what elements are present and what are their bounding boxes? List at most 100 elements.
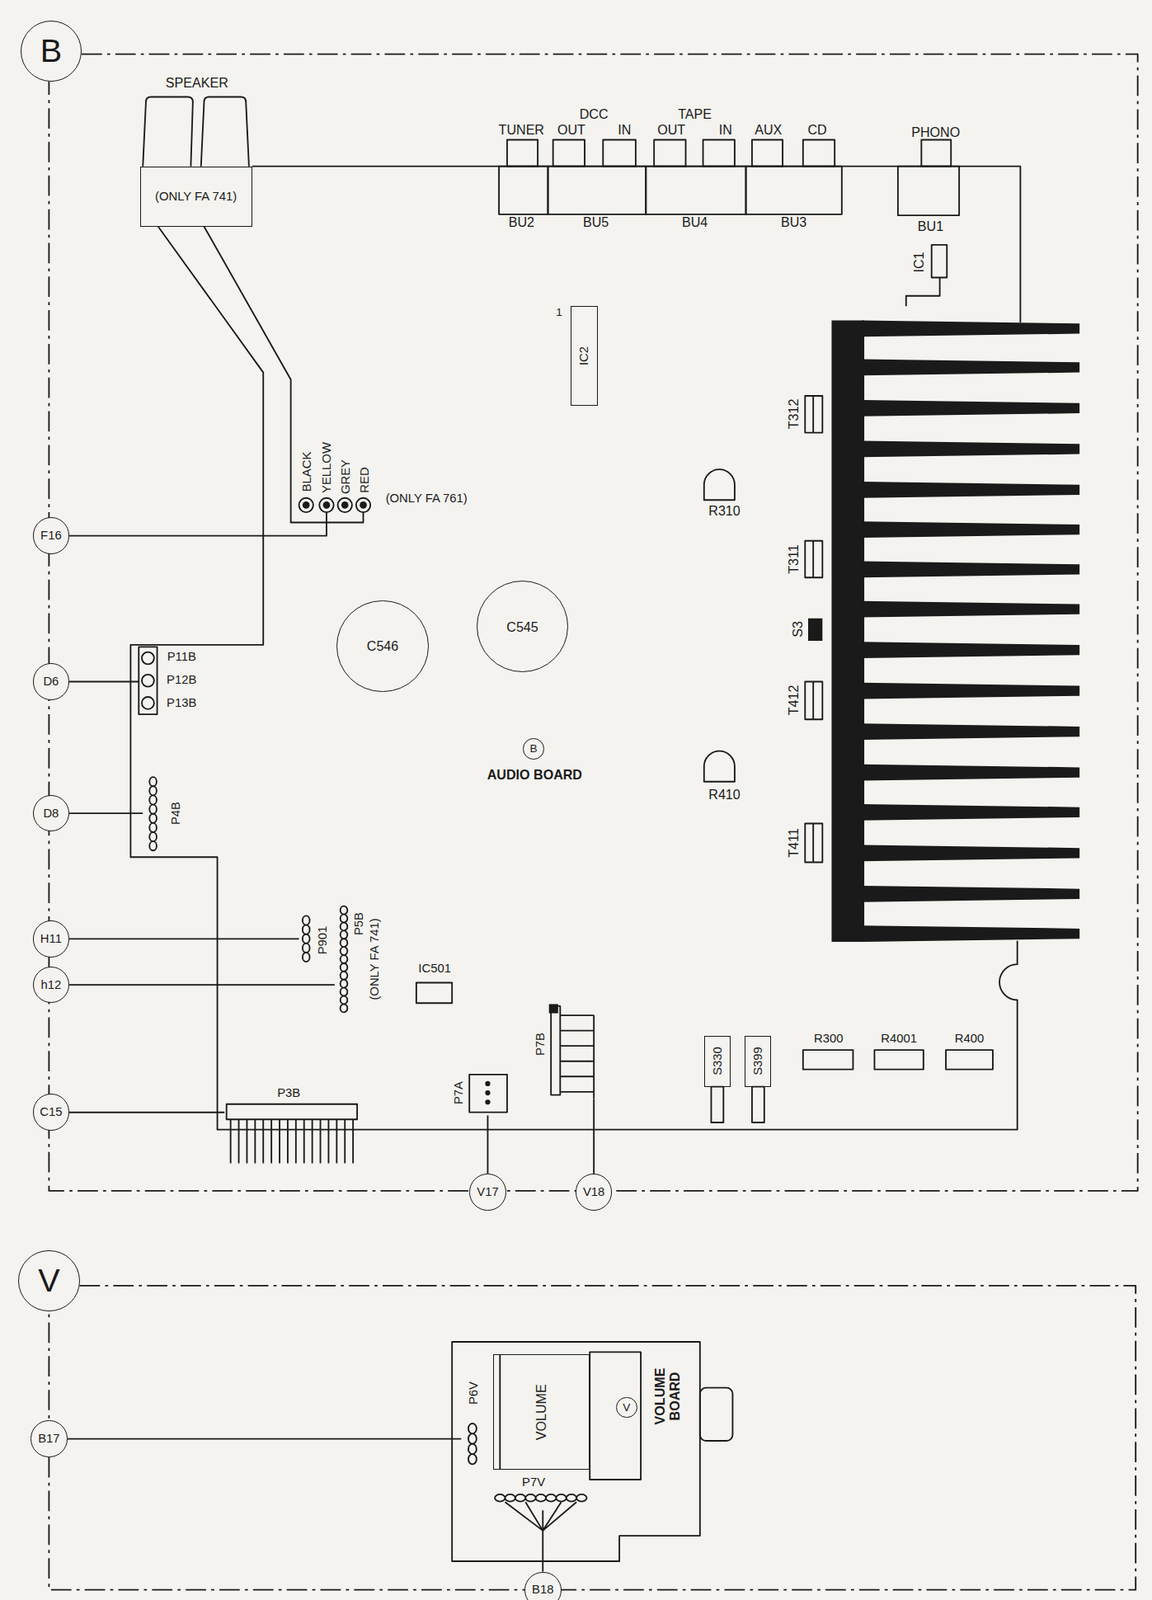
connection-callout: B17 xyxy=(30,1420,68,1458)
volume-potentiometer: VOLUME xyxy=(493,1354,591,1470)
ic-package xyxy=(416,982,452,1003)
part-label: P901 xyxy=(316,925,331,955)
part-label: BU4 xyxy=(681,215,708,231)
part-label: BU1 xyxy=(917,219,944,235)
part-label: (ONLY FA 761) xyxy=(385,491,468,505)
potentiometer-shaft xyxy=(700,1387,734,1441)
connection-callout: F16 xyxy=(32,517,71,555)
part-label: C546 xyxy=(366,638,399,654)
part-label: B xyxy=(40,32,62,71)
part-label: RED xyxy=(357,466,372,493)
part-label: PHONO xyxy=(911,125,960,141)
capacitor-symbol: C545 xyxy=(476,580,569,673)
pin-chain xyxy=(149,776,157,851)
pin xyxy=(141,696,155,710)
pin-connector: P6V xyxy=(460,1372,491,1470)
wire xyxy=(505,1501,578,1531)
header-pins xyxy=(230,1119,353,1163)
part-label: IC2 xyxy=(577,346,592,366)
part-label: P7V xyxy=(521,1475,546,1490)
pin-header xyxy=(226,1104,358,1120)
jack-socket xyxy=(803,140,835,167)
wire-connector xyxy=(487,1114,490,1174)
part-label: AUDIO BOARD xyxy=(487,768,583,784)
pin-connector: P7B xyxy=(530,1001,602,1100)
part-label: S3 xyxy=(790,621,806,639)
part-label: CD xyxy=(808,123,828,139)
capacitor-symbol: C546 xyxy=(336,600,428,692)
wire-connector xyxy=(541,1509,544,1571)
pin-connector: P3B xyxy=(224,1083,359,1166)
part-label: h12 xyxy=(40,978,62,993)
part-label: BU2 xyxy=(508,215,535,231)
pin-connector: P901 xyxy=(299,912,333,966)
pin xyxy=(141,652,155,665)
artwork-fills xyxy=(302,319,1080,1105)
wire-connector xyxy=(67,1438,462,1440)
part-label: P7B xyxy=(533,1032,548,1056)
thermistor-symbol xyxy=(704,751,735,782)
connection-callout: h12 xyxy=(32,966,71,1004)
part-label: DCC xyxy=(579,107,609,123)
pin-chain xyxy=(494,1494,587,1502)
part-label: IC501 xyxy=(418,962,452,977)
part-label: BU5 xyxy=(583,215,609,231)
pin-chain xyxy=(302,915,311,962)
connection-callout: B18 xyxy=(524,1571,562,1600)
part-label: P12B xyxy=(166,673,197,688)
jack-socket xyxy=(703,140,735,167)
jack-socket xyxy=(752,140,783,167)
solder-pad xyxy=(299,498,314,513)
wire xyxy=(69,512,327,536)
speaker-symbol xyxy=(142,97,193,167)
potentiometer-detail xyxy=(498,1354,501,1470)
part-label: C15 xyxy=(39,1104,62,1120)
switch-plunger xyxy=(710,1086,724,1123)
connection-callout: H11 xyxy=(32,920,71,958)
pin-header xyxy=(469,1074,508,1113)
solder-pad xyxy=(338,498,353,513)
part-label: (ONLY FA 741) xyxy=(155,189,237,204)
pin-chain xyxy=(340,906,348,1013)
part-label: T412 xyxy=(786,685,802,716)
part-label: P5B xyxy=(352,912,367,936)
switch-symbol xyxy=(808,618,823,641)
resistor-symbol xyxy=(803,1049,854,1070)
part-label: R300 xyxy=(813,1031,843,1046)
switch-plunger xyxy=(752,1086,765,1123)
part-label: VOLUME BOARD xyxy=(652,1358,683,1433)
board-outline xyxy=(252,166,1021,323)
wire-connector xyxy=(69,983,335,986)
board-outline xyxy=(451,1341,701,1562)
part-label: C545 xyxy=(506,619,538,635)
board-boundary xyxy=(48,1285,1136,1590)
jack-socket xyxy=(553,140,585,167)
pin-chain xyxy=(468,1423,477,1464)
jack-housing xyxy=(547,166,646,215)
ic-package: IC501 xyxy=(408,959,461,1006)
pin-connector: P11BP12BP13B xyxy=(138,644,211,717)
pin-connector: P4B xyxy=(142,775,189,852)
part-label: H11 xyxy=(40,931,62,946)
jack-socket xyxy=(653,140,686,167)
wire xyxy=(906,277,941,307)
pin-connector: P7A xyxy=(451,1071,511,1115)
jack-socket xyxy=(602,140,636,167)
part-label: V xyxy=(37,1261,60,1300)
part-label: SPEAKER xyxy=(165,76,229,92)
connection-callout: D8 xyxy=(32,794,71,833)
part-label: BU3 xyxy=(780,215,807,231)
heatsink xyxy=(831,319,865,941)
part-label: TAPE xyxy=(677,107,712,123)
jack-housing xyxy=(498,166,548,215)
pin-header xyxy=(550,1006,560,1096)
connection-callout: D6 xyxy=(32,662,71,701)
pad-center xyxy=(359,501,367,509)
part-label: IN xyxy=(719,123,733,139)
resistor-symbol: R4001 xyxy=(872,1028,927,1072)
board-reference-circle: V xyxy=(615,1396,638,1419)
header-pins xyxy=(559,1015,594,1099)
thermistor-symbol xyxy=(704,469,735,500)
